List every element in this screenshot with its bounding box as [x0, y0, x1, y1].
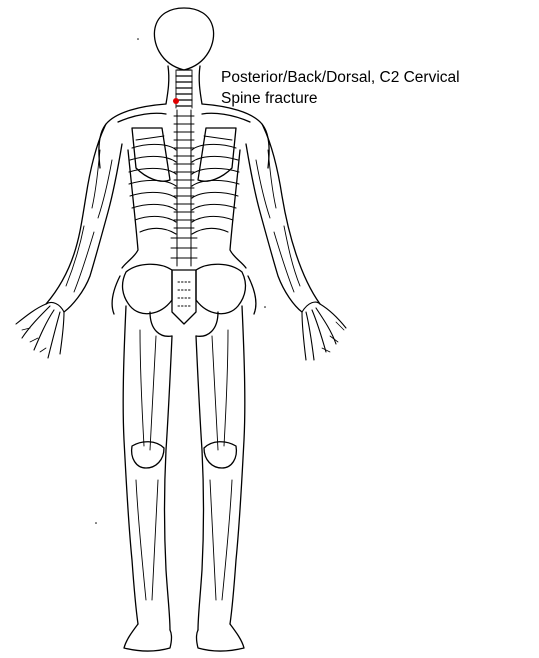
torso-outline — [99, 104, 269, 268]
scapulae — [132, 128, 236, 181]
right-hand — [302, 302, 346, 360]
pelvis — [112, 264, 256, 336]
left-leg — [123, 306, 172, 651]
right-leg — [196, 306, 245, 651]
left-hand — [16, 302, 64, 358]
annotation-line-2: Spine fracture — [221, 88, 460, 109]
left-arm — [46, 124, 122, 312]
head-outline — [154, 8, 213, 70]
right-arm — [246, 124, 320, 312]
fracture-annotation-label: Posterior/Back/Dorsal, C2 Cervical Spine… — [221, 67, 460, 109]
rib-cage — [129, 144, 239, 234]
spine — [171, 110, 197, 266]
neck-and-cervical-spine — [166, 66, 202, 108]
fracture-marker[interactable] — [173, 98, 179, 104]
annotation-line-1: Posterior/Back/Dorsal, C2 Cervical — [221, 67, 460, 88]
